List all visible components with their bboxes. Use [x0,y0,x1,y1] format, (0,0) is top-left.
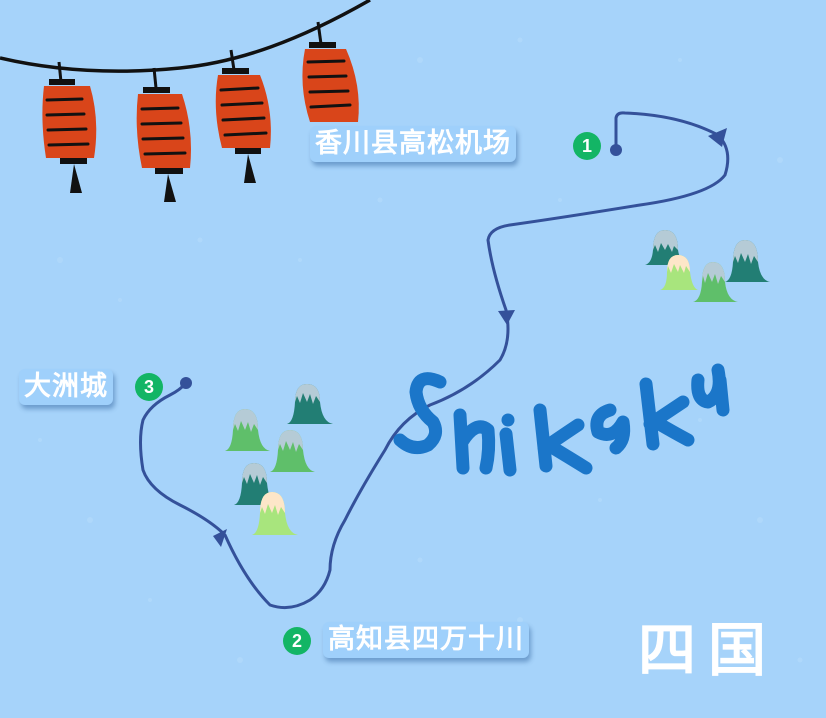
stop-number-badge-2: 2 [283,627,311,655]
lantern-icon [42,61,97,193]
lantern-icon [215,49,271,183]
title-char-shi: 四 [637,616,696,684]
stop-number-badge-1: 1 [573,132,601,160]
shikoku-title-en [393,363,730,477]
mountain-icon [287,384,333,424]
lantern-icon [136,67,191,202]
mountain-icon [725,240,770,282]
shikoku-title-cn: 四 国 [637,618,767,682]
mountain-icon [225,409,270,451]
route-arrow-icon [213,529,227,547]
route-end-dot [180,377,192,389]
stop-label-ozu-castle[interactable]: 大洲城 [19,369,113,405]
route-arrow-icon [708,128,727,147]
mountain-icon [270,430,315,472]
stop-label-shimanto-river[interactable]: 高知县四万十川 [323,622,529,658]
mountain-icon [252,492,298,535]
stop-number-badge-3: 3 [135,373,163,401]
route-start-dot [610,144,622,156]
stop-label-takamatsu-airport[interactable]: 香川县高松机场 [310,126,516,162]
mountain-icon [693,262,738,302]
title-char-koku: 国 [707,616,766,684]
lantern-icon [302,21,359,122]
route-arrow-icon [498,310,515,325]
mountain-icon [660,255,698,290]
